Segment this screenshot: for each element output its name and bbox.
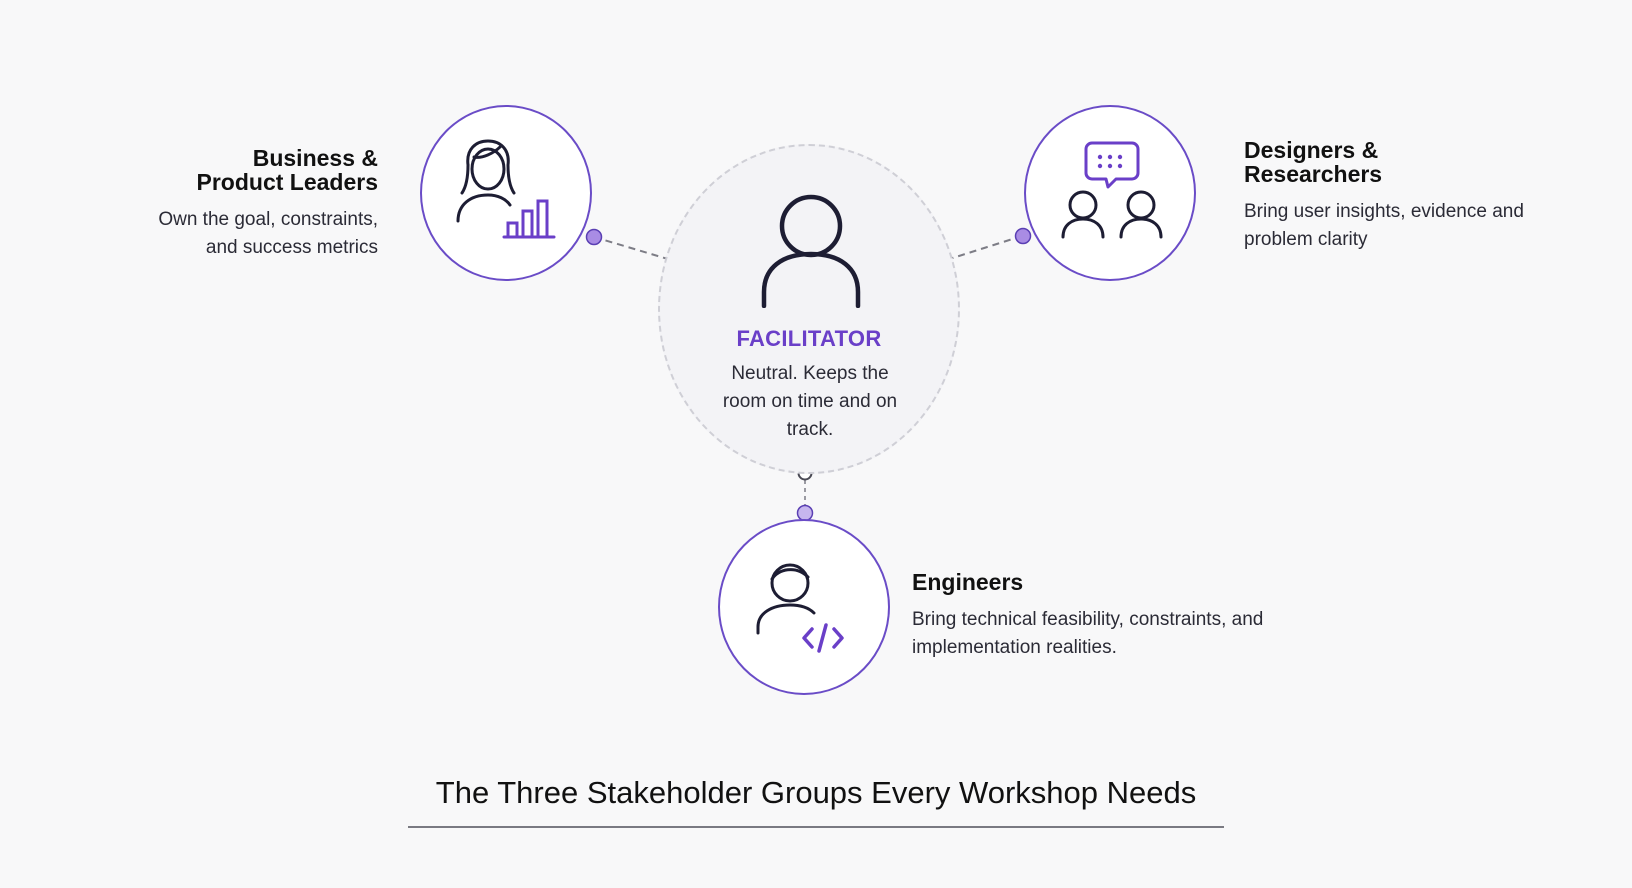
designers-researchers-title-line2: Researchers xyxy=(1244,161,1383,187)
connector-dot-business xyxy=(585,228,603,246)
engineers-node xyxy=(718,519,890,695)
leader-chart-icon xyxy=(456,139,556,239)
business-leaders-title-line2: Product Leaders xyxy=(196,169,379,195)
engineers-label: Engineers Bring technical feasibility, c… xyxy=(912,570,1272,662)
designers-researchers-description: Bring user insights, evidence and proble… xyxy=(1244,201,1524,250)
facilitator-description: Neutral. Keeps the room on time and on t… xyxy=(722,363,898,440)
business-leaders-node xyxy=(420,105,592,281)
business-leaders-title: Business & Product Leaders xyxy=(100,145,379,195)
designers-researchers-title-line1: Designers & xyxy=(1244,137,1379,163)
business-leaders-label: Business & Product Leaders Own the goal,… xyxy=(100,146,378,262)
diagram-title: The Three Stakeholder Groups Every Works… xyxy=(435,775,1197,810)
engineers-title: Engineers xyxy=(912,569,1024,595)
business-leaders-title-line1: Business & xyxy=(252,145,378,171)
engineer-code-icon xyxy=(756,563,844,653)
facilitator-node: FACILITATOR Neutral. Keeps the room on t… xyxy=(658,144,960,474)
designers-researchers-node xyxy=(1024,105,1196,281)
connector-dot-designers xyxy=(1014,227,1032,245)
connector-business xyxy=(593,236,679,263)
users-chat-icon xyxy=(1061,141,1163,239)
engineers-description: Bring technical feasibility, constraints… xyxy=(912,609,1264,658)
business-leaders-description: Own the goal, constraints, and success m… xyxy=(158,209,378,258)
designers-researchers-label: Designers & Researchers Bring user insig… xyxy=(1244,138,1524,254)
title-underline xyxy=(408,826,1224,828)
connector-designers xyxy=(939,235,1023,263)
person-icon xyxy=(761,194,861,308)
facilitator-title: FACILITATOR xyxy=(736,326,882,351)
designers-researchers-title: Designers & Researchers xyxy=(1244,138,1524,186)
